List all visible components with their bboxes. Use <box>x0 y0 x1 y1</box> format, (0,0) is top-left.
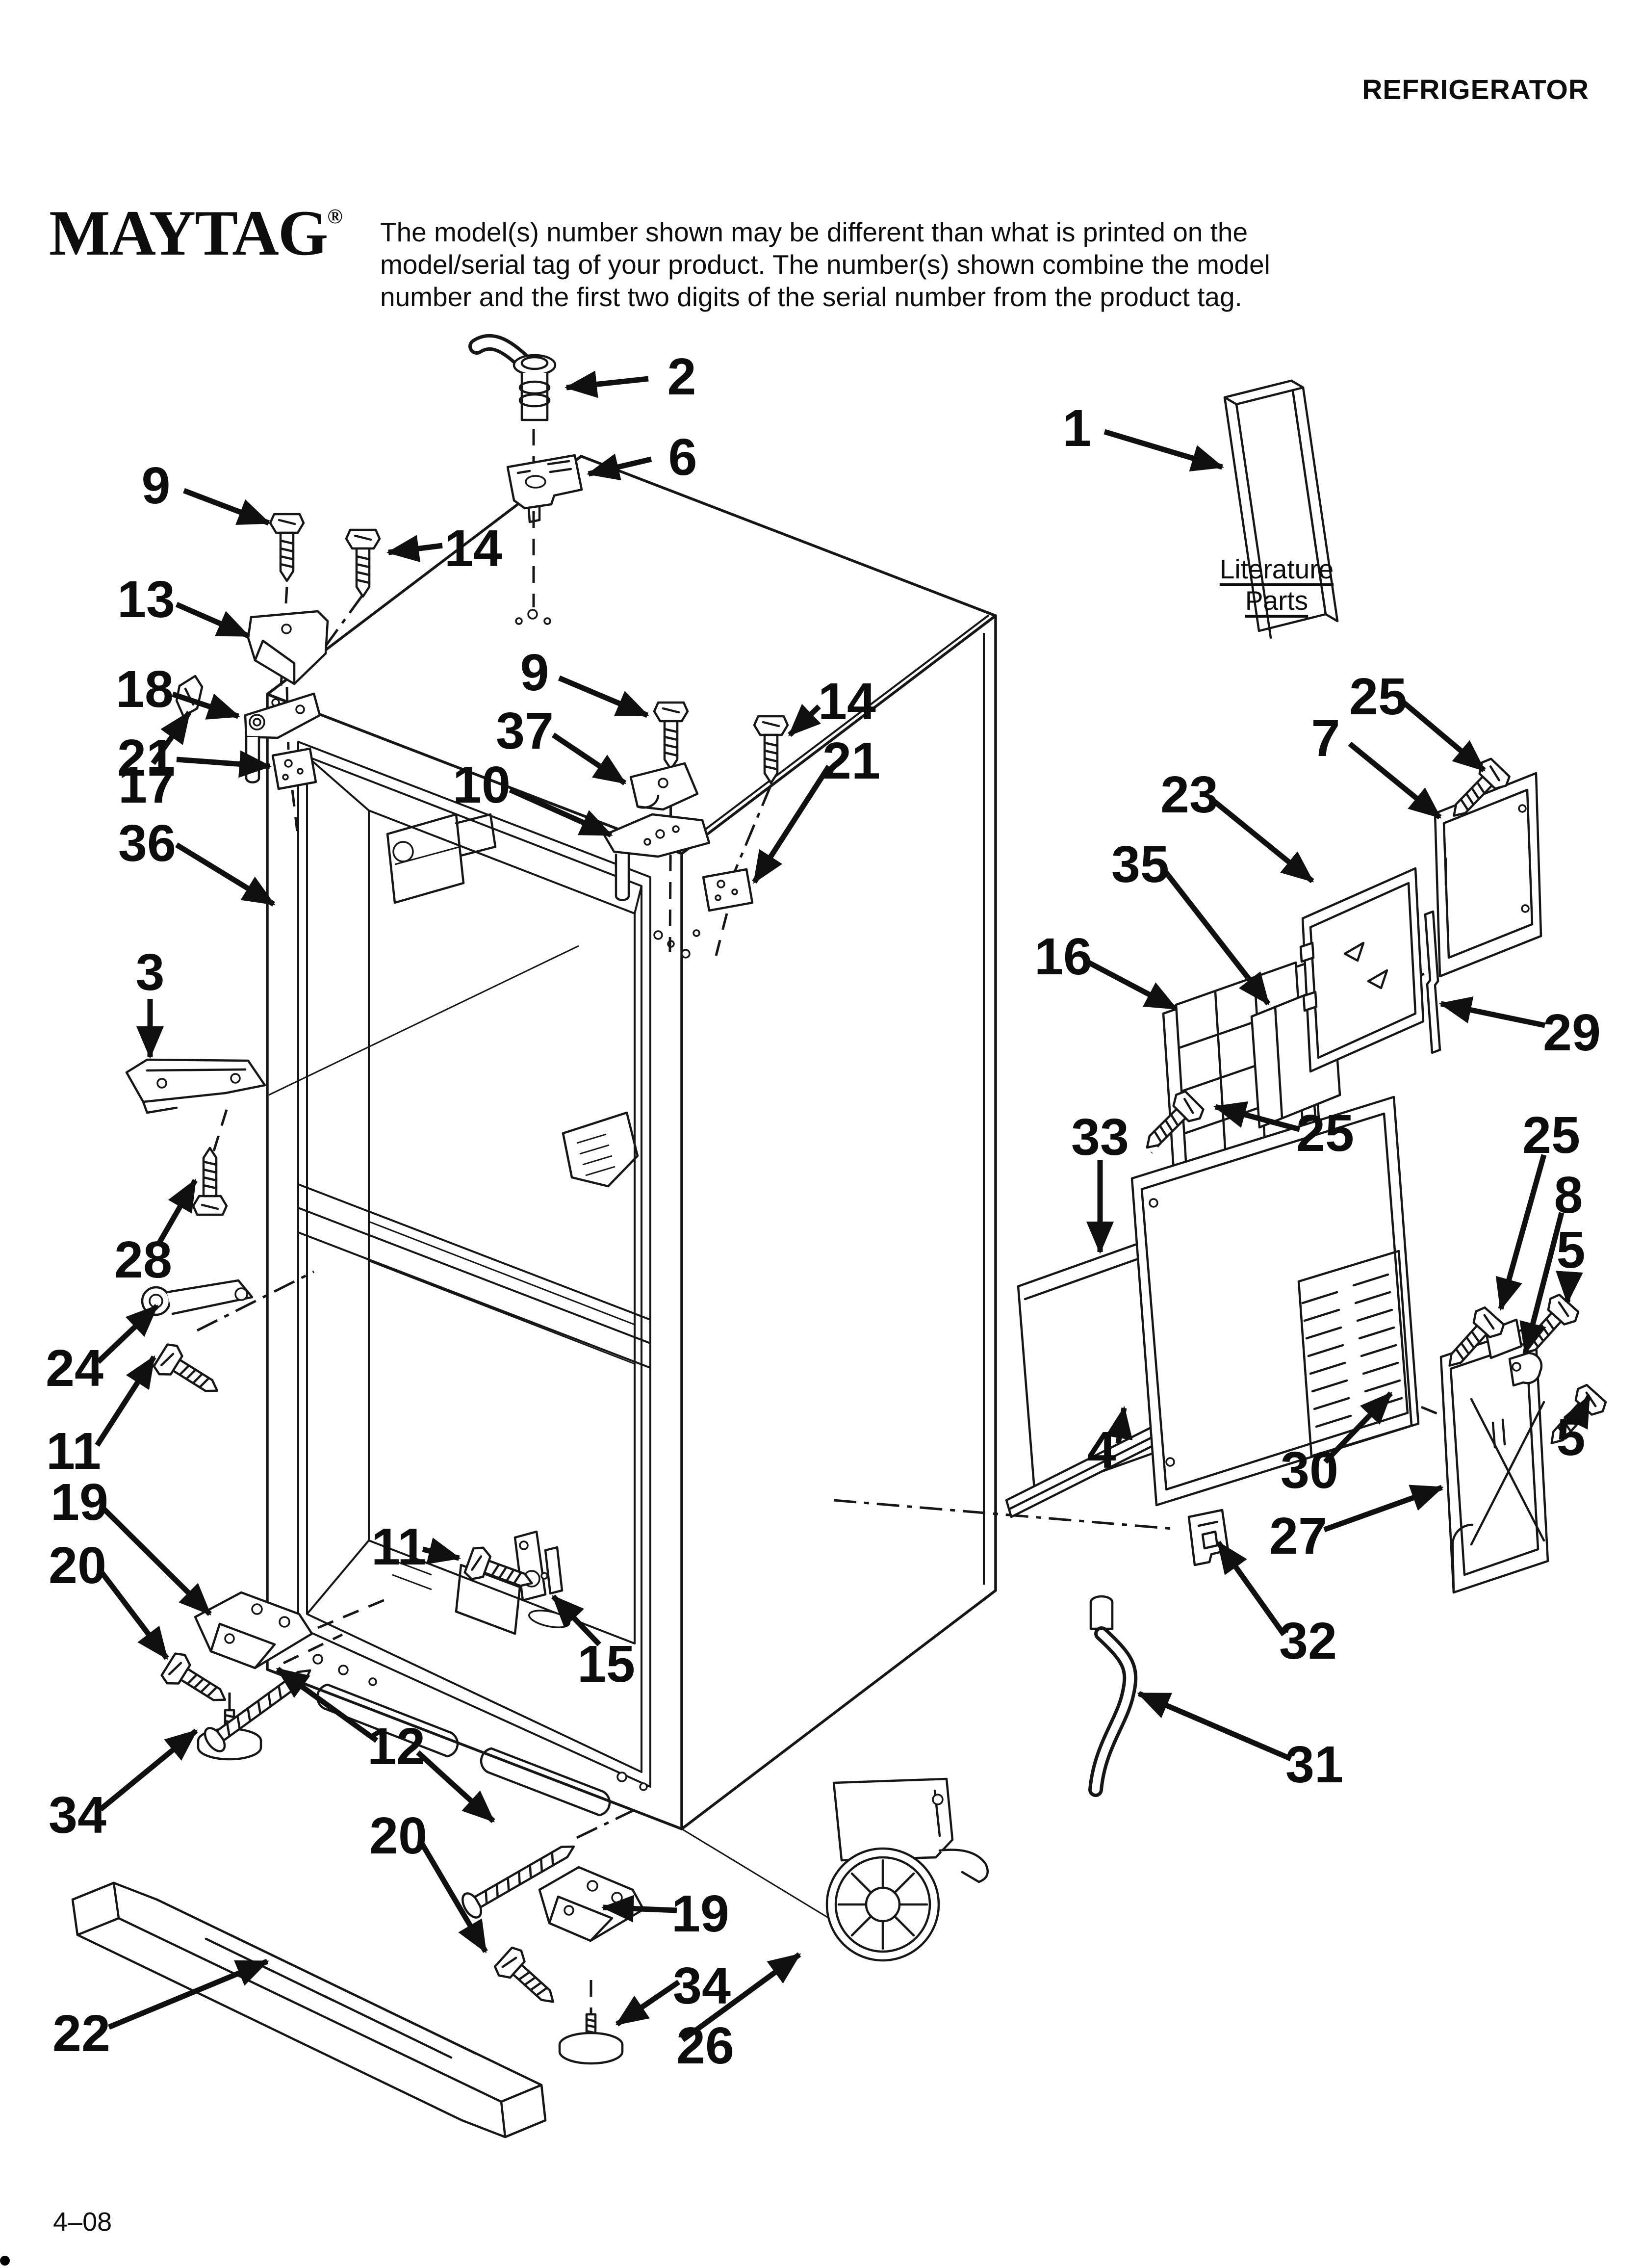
screw-11-left <box>152 1341 226 1405</box>
compressor-mount-plate <box>1439 1318 1549 1594</box>
literature-book <box>1223 379 1339 639</box>
screw-14-left <box>346 530 380 597</box>
revision-code: 4–08 <box>53 2207 112 2237</box>
base-grille <box>71 1881 547 2138</box>
hinge-shim-plate-left <box>271 747 317 790</box>
center-hinge-cover <box>629 762 699 811</box>
screw-28 <box>193 1148 227 1215</box>
fill-tube-clip <box>506 454 583 523</box>
center-hinge-bracket <box>603 813 711 901</box>
corner-clip <box>175 675 204 718</box>
water-fill-tube <box>468 334 557 421</box>
rear-access-panel <box>1434 772 1542 978</box>
brand-logo: MAYTAG® <box>49 195 343 270</box>
leveling-bracket-left <box>194 1591 313 1669</box>
callout-leader-arrows <box>95 370 1591 2042</box>
screw-20-center <box>492 1945 564 2014</box>
registered-trademark-icon: ® <box>327 206 343 228</box>
page-title: REFRIGERATOR <box>1362 74 1589 105</box>
hinge-shim-plate-center <box>702 868 754 912</box>
water-tube <box>1088 1595 1138 1797</box>
model-notice-line: model/serial tag of your product. The nu… <box>380 249 1270 280</box>
screw-20-left <box>160 1650 234 1714</box>
model-notice: The model(s) number shown may be differe… <box>380 216 1371 313</box>
glide-foot-center <box>560 2014 622 2063</box>
roller-assembly <box>825 1777 989 1962</box>
drain-tube-clip <box>1187 1509 1230 1566</box>
refrigerator-cabinet <box>266 455 997 1934</box>
model-notice-line: The model(s) number shown may be differe… <box>380 217 1248 247</box>
lower-hinge-arm <box>141 1279 254 1316</box>
leveling-bracket-center <box>538 1866 645 1942</box>
page-corner-dot <box>0 2256 10 2266</box>
evaporator-gasket-panel <box>1299 867 1425 1073</box>
brand-logo-text: MAYTAG <box>49 197 328 269</box>
model-notice-line: number and the first two digits of the s… <box>380 282 1242 312</box>
screw-9-left <box>270 514 304 581</box>
screw-5-lower <box>1539 1382 1609 1455</box>
tube-clamp <box>1508 1352 1543 1387</box>
literature-parts-label: Literature Parts <box>1219 554 1334 616</box>
panel-trim-strip <box>1424 910 1441 1054</box>
rear-vent-panel <box>1130 1095 1420 1507</box>
rail-bracket <box>125 1058 266 1114</box>
hinge-cover <box>247 610 329 685</box>
